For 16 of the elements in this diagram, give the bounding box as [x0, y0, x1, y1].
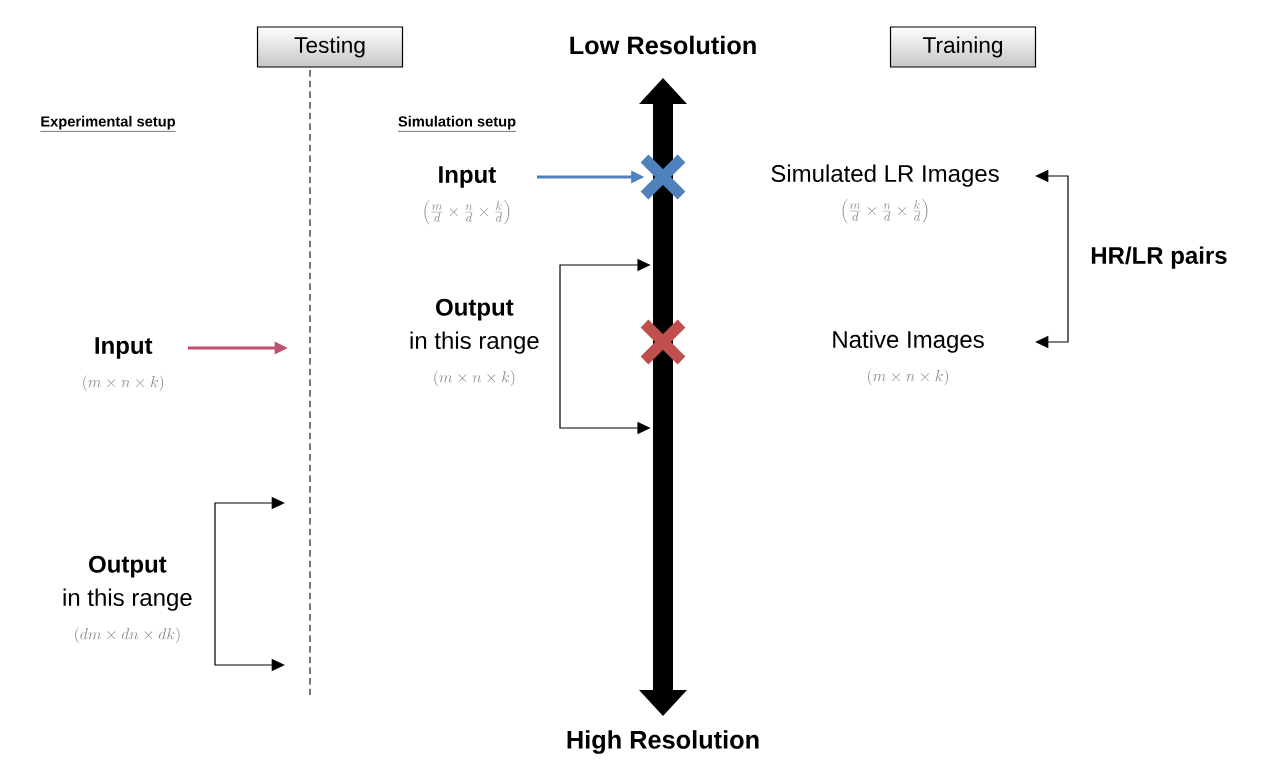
section-heading: Simulation setup: [397, 115, 517, 132]
axis-label: High Resolution: [567, 730, 759, 754]
resolution-axis: [639, 78, 687, 716]
image-label: Simulated LR Images $\left(\frac{m}{d} \times \frac{n}{d} \times \frac{k}{d}\right)$: [771, 164, 999, 224]
output-label: Output in this range $(m \times n \times k)$: [410, 298, 539, 387]
pair-label: HR/LR pairs: [1091, 246, 1227, 269]
image-label: Native Images $(m \times n \times k)$: [833, 330, 984, 386]
axis-label: Low Resolution: [570, 35, 756, 55]
input-label: Input $(m \times n \times k)$: [83, 337, 164, 392]
arrow: [1035, 257, 1069, 349]
arrow: [214, 496, 285, 601]
section-heading: Experimental setup: [40, 115, 176, 132]
tab-button: Testing: [256, 26, 404, 68]
tab-button: Training: [889, 26, 1037, 68]
output-label: Output in this range $(dm \times dn \times dk)$: [63, 555, 192, 644]
input-label: Input $\left(\frac{m}{d} \times \frac{n}{d} \times \frac{k}{d}\right)$: [424, 166, 510, 225]
